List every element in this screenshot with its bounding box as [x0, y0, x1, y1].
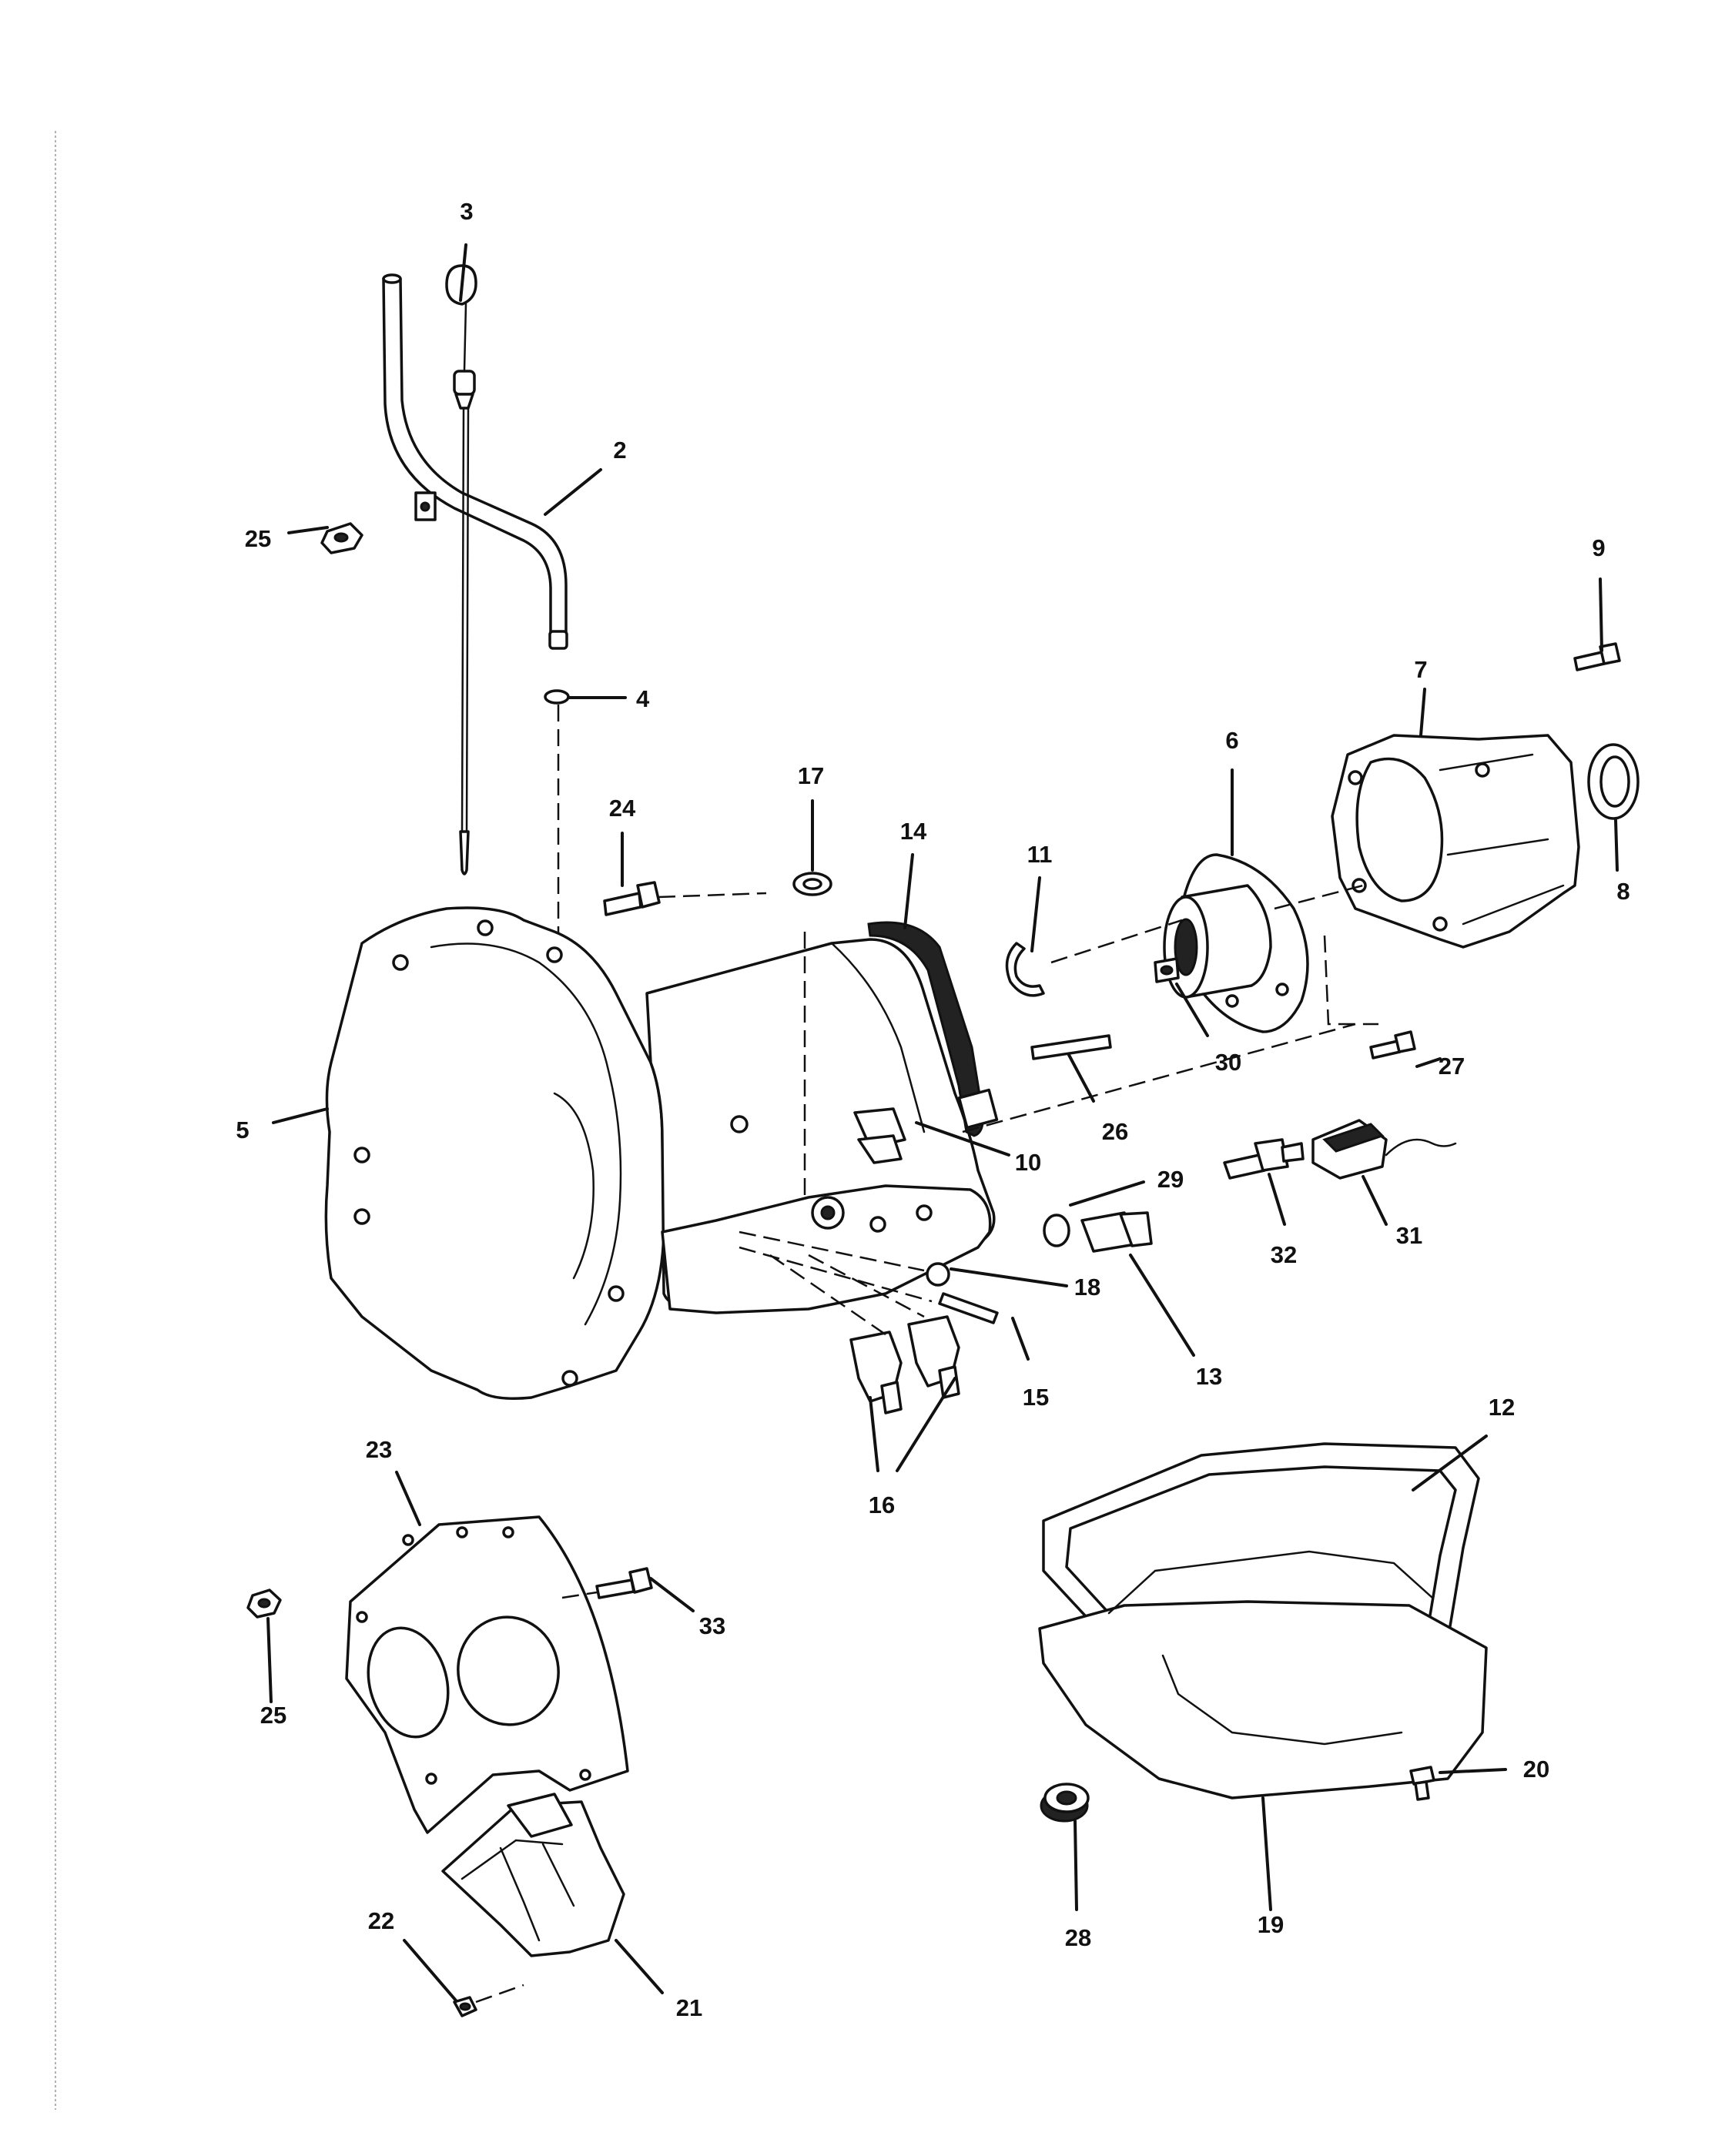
callout-33: 33 [699, 1612, 725, 1639]
grommet [1040, 1783, 1090, 1823]
solenoid [1311, 1119, 1457, 1180]
callout-7: 7 [1414, 656, 1427, 683]
dust-shield-plate [345, 1515, 629, 1834]
callout-20: 20 [1523, 1756, 1549, 1783]
bolt [1369, 1030, 1416, 1060]
snap-ring [1005, 942, 1045, 997]
bolt-alignment-line [658, 892, 767, 899]
rear-alignment-lines [962, 884, 1378, 1133]
callout-26: 26 [1102, 1118, 1128, 1145]
pressure-switch [1080, 1211, 1153, 1253]
callout-11: 11 [1027, 841, 1053, 868]
o-ring [544, 689, 570, 705]
washer [792, 872, 832, 896]
callout-22: 22 [368, 1907, 394, 1934]
roll-pin [938, 1292, 999, 1324]
callout-21: 21 [676, 1994, 702, 2021]
extension-housing [1331, 734, 1580, 949]
callout-27: 27 [1439, 1053, 1465, 1080]
oil-pan [1038, 1550, 1488, 1799]
pipe-plug [853, 1107, 906, 1164]
washer [1043, 1214, 1070, 1247]
callout-labels: 3 2 25 4 9 7 6 8 17 14 11 24 30 27 5 26 … [236, 198, 1630, 2021]
callout-17: 17 [798, 762, 824, 789]
callout-30: 30 [1215, 1049, 1241, 1076]
callout-5: 5 [236, 1116, 249, 1143]
speed-sensor [1223, 1138, 1305, 1180]
callout-25: 25 [260, 1702, 286, 1729]
hex-nut [320, 522, 363, 554]
leader-lines [266, 243, 1619, 2002]
dipstick-tube [382, 273, 568, 650]
callout-19: 19 [1258, 1911, 1284, 1938]
bolt [603, 881, 661, 916]
extension-gasket [867, 921, 999, 1137]
callout-10: 10 [1015, 1149, 1041, 1176]
callout-4: 4 [636, 685, 650, 712]
callout-8: 8 [1616, 878, 1630, 905]
callout-14: 14 [900, 818, 927, 845]
callout-18: 18 [1074, 1274, 1100, 1301]
callout-9: 9 [1592, 534, 1605, 561]
callout-6: 6 [1225, 727, 1238, 754]
screw-alignment-line [475, 1984, 524, 2004]
callout-13: 13 [1196, 1363, 1222, 1390]
callout-31: 31 [1396, 1222, 1422, 1249]
callout-28: 28 [1065, 1924, 1091, 1951]
oil-seal [1587, 743, 1640, 820]
cooler-fittings [849, 1315, 960, 1414]
hex-nut [246, 1589, 282, 1619]
callout-15: 15 [1023, 1384, 1049, 1411]
bolt [1409, 1766, 1435, 1801]
callout-32: 32 [1271, 1241, 1297, 1268]
stud [1030, 1034, 1112, 1060]
lower-alignment-lines [739, 1230, 933, 1341]
screw [453, 1996, 477, 2017]
transmission-case [324, 906, 996, 1400]
callout-24: 24 [609, 795, 636, 822]
callout-25: 25 [245, 525, 271, 552]
bolt [1154, 957, 1180, 983]
callout-16: 16 [869, 1491, 895, 1518]
callout-29: 29 [1157, 1166, 1184, 1193]
callout-23: 23 [366, 1436, 392, 1463]
check-ball [926, 1262, 950, 1287]
bolt [595, 1567, 653, 1599]
bolt-alignment-line [561, 1591, 598, 1599]
callout-12: 12 [1489, 1394, 1515, 1421]
bolt [1573, 642, 1621, 671]
dipstick [445, 264, 477, 875]
callout-3: 3 [460, 198, 473, 225]
callout-2: 2 [613, 437, 626, 464]
adapter-housing [1163, 853, 1309, 1033]
converter-cover [441, 1793, 625, 1957]
